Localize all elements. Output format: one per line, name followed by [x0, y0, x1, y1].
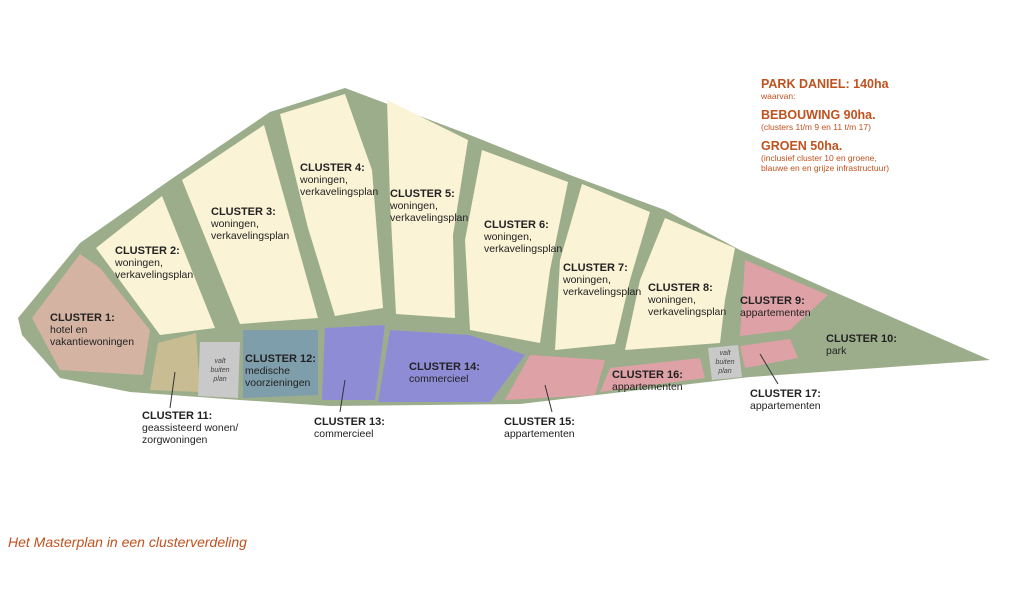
- cluster-2-label: CLUSTER 2:woningen,verkavelingsplan: [115, 245, 194, 281]
- green-sub-2: blauwe en en grijze infrastructuur): [761, 163, 890, 173]
- cluster-14-label: CLUSTER 14:commercieel: [409, 361, 480, 385]
- cluster-17-area: [740, 339, 798, 368]
- cluster-11-area: [150, 333, 200, 392]
- outside-plan-area-2: [708, 345, 742, 380]
- cluster-8-area: [625, 218, 735, 350]
- cluster-11-leader: [169, 371, 176, 409]
- cluster-16-label: CLUSTER 16:appartementen: [612, 369, 683, 393]
- cluster-15-leader: [544, 384, 553, 413]
- cluster-15-area: [505, 355, 605, 400]
- cluster-11-label: CLUSTER 11:geassisteerd wonen/zorgwoning…: [142, 410, 239, 446]
- cluster-17-leader: [759, 353, 779, 385]
- area-legend: PARK DANIEL: 140ha waarvan: BEBOUWING 90…: [761, 77, 889, 180]
- map-caption: Het Masterplan in een clusterverdeling: [8, 534, 247, 550]
- cluster-4-area: [280, 94, 383, 316]
- cluster-5-label: CLUSTER 5:woningen,verkavelingsplan: [390, 188, 469, 224]
- cluster-13-leader: [339, 379, 346, 413]
- built-sub: (clusters 1t/m 9 en 11 t/m 17): [761, 122, 871, 132]
- green-sub-1: (inclusief cluster 10 en groene,: [761, 153, 877, 163]
- cluster-13-area: [322, 325, 385, 400]
- cluster-10-label: CLUSTER 10:park: [826, 333, 897, 357]
- cluster-16-area: [600, 358, 705, 392]
- cluster-1-area: [32, 254, 150, 375]
- cluster-6-area: [465, 150, 568, 343]
- cluster-9-label: CLUSTER 9:appartementen: [740, 295, 811, 319]
- cluster-2-area: [96, 196, 215, 335]
- cluster-14-area: [378, 330, 525, 402]
- cluster-13-label: CLUSTER 13:commercieel: [314, 416, 385, 440]
- cluster-4-label: CLUSTER 4:woningen,verkavelingsplan: [300, 162, 379, 198]
- cluster-7-label: CLUSTER 7:woningen,verkavelingsplan: [563, 262, 642, 298]
- cluster-5-area: [387, 100, 468, 318]
- cluster-3-label: CLUSTER 3:woningen,verkavelingsplan: [211, 206, 290, 242]
- cluster-7-area: [555, 184, 650, 350]
- cluster-15-label: CLUSTER 15:appartementen: [504, 416, 575, 440]
- cluster-9-area: [740, 260, 828, 336]
- park-total: PARK DANIEL: 140ha: [761, 77, 889, 91]
- outside-plan-area-1: [198, 342, 240, 398]
- cluster-17-label: CLUSTER 17:appartementen: [750, 388, 821, 412]
- cluster-8-label: CLUSTER 8:woningen,verkavelingsplan: [648, 282, 727, 318]
- cluster-12-area: [243, 330, 318, 398]
- built-total: BEBOUWING 90ha.: [761, 108, 876, 122]
- park-sub: waarvan:: [761, 91, 796, 101]
- cluster-6-label: CLUSTER 6:woningen,verkavelingsplan: [484, 219, 563, 255]
- green-total: GROEN 50ha.: [761, 139, 843, 153]
- cluster-3-area: [182, 125, 318, 324]
